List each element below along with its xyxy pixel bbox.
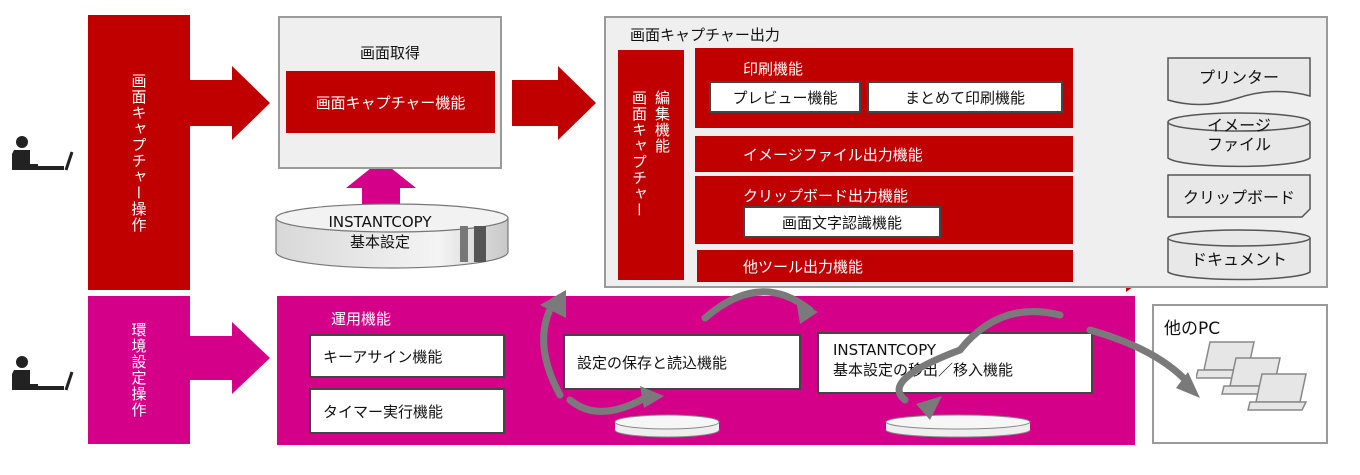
capture-function-label: 画面キャプチャー機能 xyxy=(315,93,466,112)
arrow-env-to-operation xyxy=(190,322,270,394)
image-file-target-text: イメージ ファイル xyxy=(1166,116,1312,154)
preview-function-box: プレビュー機能 xyxy=(709,81,861,113)
settings-disk-text: INSTANTCOPY 基本設定 xyxy=(290,213,470,252)
print-function-label: 印刷機能 xyxy=(743,60,804,78)
edit-col-text-1: 編集機能 xyxy=(653,90,671,154)
ocr-function-box: 画面文字認識機能 xyxy=(743,206,941,238)
settings-disk-line2: 基本設定 xyxy=(349,232,410,251)
batch-print-function-label: まとめて印刷機能 xyxy=(904,88,1025,107)
acquire-panel: 画面取得 画面キャプチャー機能 xyxy=(278,16,502,169)
operation-panel: 運用機能 キーアサイン機能 タイマー実行機能 設定の保存と読込機能 INSTAN… xyxy=(277,296,1135,445)
capture-function-box: 画面キャプチャー機能 xyxy=(286,71,495,133)
preview-function-label: プレビュー機能 xyxy=(732,88,838,107)
key-assign-label: キーアサイン機能 xyxy=(323,347,443,366)
capture-operation-box: 画面キャプチャー操作 xyxy=(88,15,190,290)
ocr-function-label: 画面文字認識機能 xyxy=(781,213,902,232)
other-tool-output-box: 他ツール出力機能 xyxy=(697,250,1073,282)
image-file-disk-shape xyxy=(1167,112,1311,168)
env-operation-box: 環境設定操作 xyxy=(88,296,190,444)
timer-box: タイマー実行機能 xyxy=(309,388,505,434)
clipboard-output-label: クリップボード出力機能 xyxy=(743,187,909,205)
printer-doc-shape xyxy=(1167,57,1311,106)
settings-disk-line1: INSTANTCOPY xyxy=(328,213,432,231)
settings-disk-icon xyxy=(275,203,509,269)
user-at-pc-icon xyxy=(12,136,74,171)
image-file-output-box: イメージファイル出力機能 xyxy=(695,136,1073,172)
clipboard-output-box: クリップボード出力機能 画面文字認識機能 xyxy=(695,176,1073,244)
export-import-box: INSTANTCOPY 基本設定の移出／移入機能 xyxy=(817,332,1093,394)
image-file-target-line2: ファイル xyxy=(1206,135,1271,155)
clipboard-target-label: クリップボード xyxy=(1182,188,1295,207)
operation-title: 運用機能 xyxy=(331,310,392,328)
key-assign-box: キーアサイン機能 xyxy=(309,334,505,378)
batch-print-function-box: まとめて印刷機能 xyxy=(867,81,1063,113)
output-panel-title: 画面キャプチャー出力 xyxy=(630,26,780,44)
capture-operation-label: 画面キャプチャー操作 xyxy=(129,72,148,233)
printer-target-label: プリンター xyxy=(1198,68,1279,87)
other-tool-output-label: 他ツール出力機能 xyxy=(743,257,864,276)
output-panel: 画面キャプチャー出力 画面キャプチャー 編集機能 印刷機能 プレビュー機能 まと… xyxy=(604,16,1328,288)
edit-column: 画面キャプチャー 編集機能 xyxy=(618,50,684,280)
other-pc-label: 他のPC xyxy=(1164,319,1221,339)
export-import-line2: 基本設定の移出／移入機能 xyxy=(833,361,1014,380)
user-at-pc-icon xyxy=(12,356,74,391)
document-target-label: ドキュメント xyxy=(1190,250,1287,269)
arrow-settings-up xyxy=(346,160,416,215)
arrow-acquire-to-output xyxy=(512,66,596,140)
export-import-line1: INSTANTCOPY xyxy=(833,341,937,359)
image-file-target-line1: イメージ xyxy=(1207,116,1271,135)
acquire-title: 画面取得 xyxy=(359,44,420,62)
image-file-output-label: イメージファイル出力機能 xyxy=(743,145,923,164)
print-function-box: 印刷機能 プレビュー機能 まとめて印刷機能 xyxy=(695,48,1073,128)
arrow-capture-to-acquire xyxy=(190,66,270,140)
env-operation-label: 環境設定操作 xyxy=(129,322,148,418)
timer-label: タイマー実行機能 xyxy=(323,402,444,421)
save-load-box: 設定の保存と読込機能 xyxy=(563,334,801,390)
clipboard-card-shape xyxy=(1167,174,1311,218)
document-disk-shape xyxy=(1167,229,1311,281)
laptop-icon xyxy=(1196,341,1308,411)
save-load-label: 設定の保存と読込機能 xyxy=(577,353,728,372)
edit-col-text-2: 画面キャプチャー xyxy=(630,90,648,218)
